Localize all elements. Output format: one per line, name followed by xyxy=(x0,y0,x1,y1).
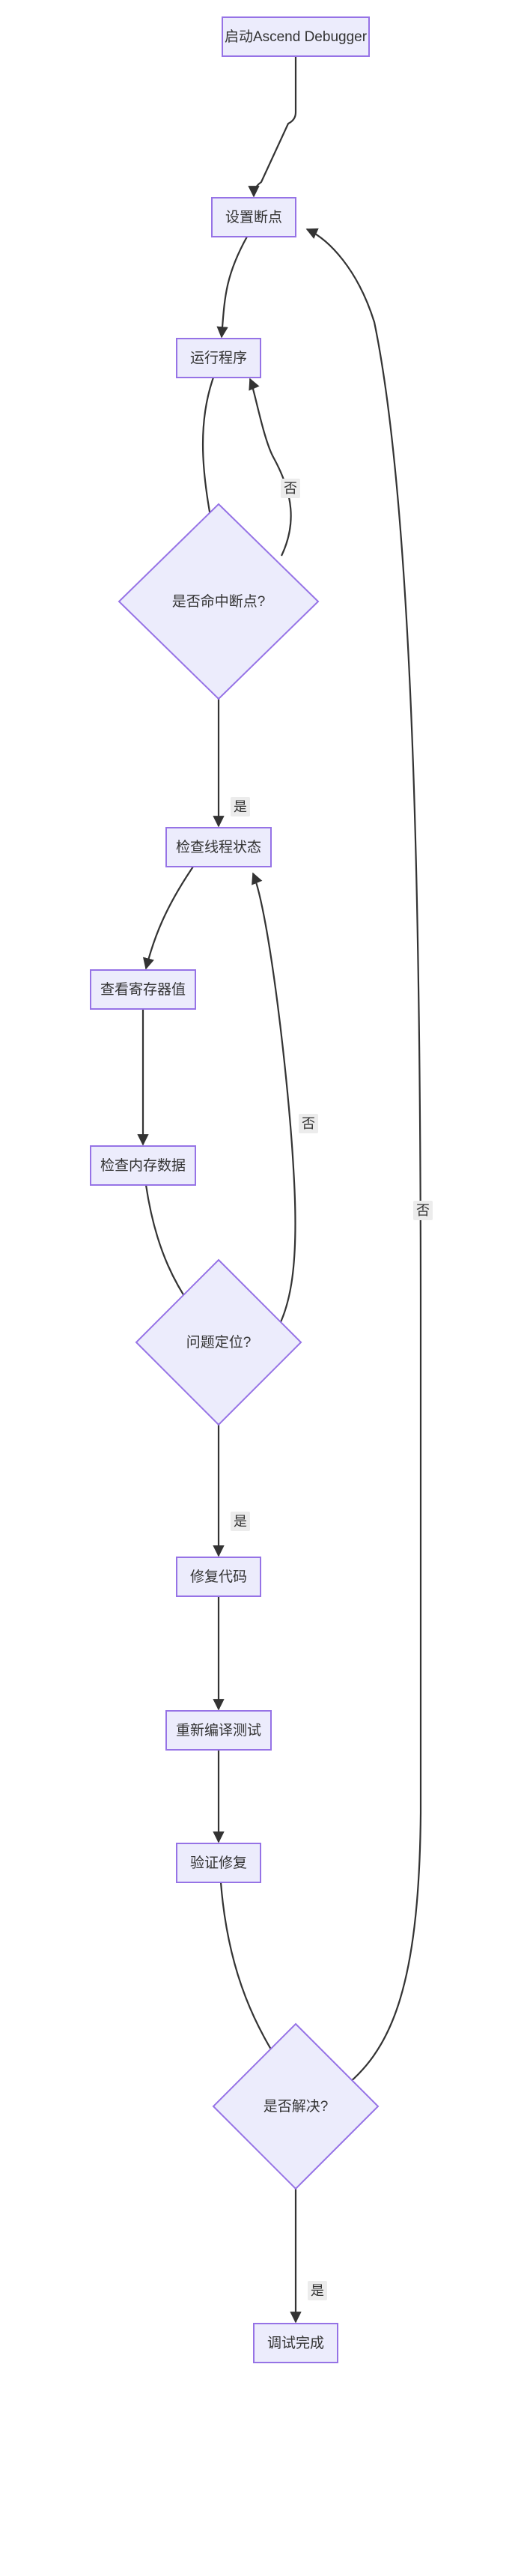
node-view-register-values[interactable]: 查看寄存器值 xyxy=(90,969,196,1010)
edge-label-located-yes: 是 xyxy=(231,1512,250,1531)
node-resolved-decision[interactable]: 是否解决? xyxy=(212,2022,380,2190)
edge-label-hitbp-no: 否 xyxy=(281,479,300,498)
edge-start-to-setbp xyxy=(248,56,297,198)
edge-label-located-no: 否 xyxy=(299,1114,318,1133)
node-fix-code[interactable]: 修复代码 xyxy=(176,1557,261,1597)
node-set-breakpoint[interactable]: 设置断点 xyxy=(211,197,296,237)
edge-label-hitbp-yes: 是 xyxy=(231,797,250,816)
edge-resolved-to-setbp-no xyxy=(305,228,422,2091)
edge-verify-to-resolved xyxy=(219,1882,284,2070)
node-rebuild-test[interactable]: 重新编译测试 xyxy=(165,1710,272,1751)
node-debug-complete[interactable]: 调试完成 xyxy=(253,2323,338,2363)
node-verify-fix[interactable]: 验证修复 xyxy=(176,1843,261,1883)
node-run-program[interactable]: 运行程序 xyxy=(176,338,261,378)
edge-hitbp-to-run-no xyxy=(249,378,292,557)
node-layer: 启动Ascend Debugger 设置断点 运行程序 是否命中断点? 检查线程… xyxy=(90,16,380,2363)
node-start[interactable]: 启动Ascend Debugger xyxy=(222,16,370,57)
node-breakpoint-hit-decision[interactable]: 是否命中断点? xyxy=(118,503,320,700)
node-check-memory-data[interactable]: 检查内存数据 xyxy=(90,1145,196,1186)
edge-label-resolved-yes: 是 xyxy=(308,2281,327,2300)
edge-label-resolved-no: 否 xyxy=(413,1201,433,1220)
edge-located-to-thread-no xyxy=(252,872,296,1349)
edge-layer xyxy=(137,56,422,2324)
node-problem-located-decision[interactable]: 问题定位? xyxy=(135,1258,302,1426)
node-check-thread-state[interactable]: 检查线程状态 xyxy=(165,827,272,867)
edge-label-layer: 否 是 否 是 否 是 xyxy=(231,479,433,2300)
edge-setbp-to-run xyxy=(216,236,248,339)
edge-thread-to-register xyxy=(142,866,194,970)
